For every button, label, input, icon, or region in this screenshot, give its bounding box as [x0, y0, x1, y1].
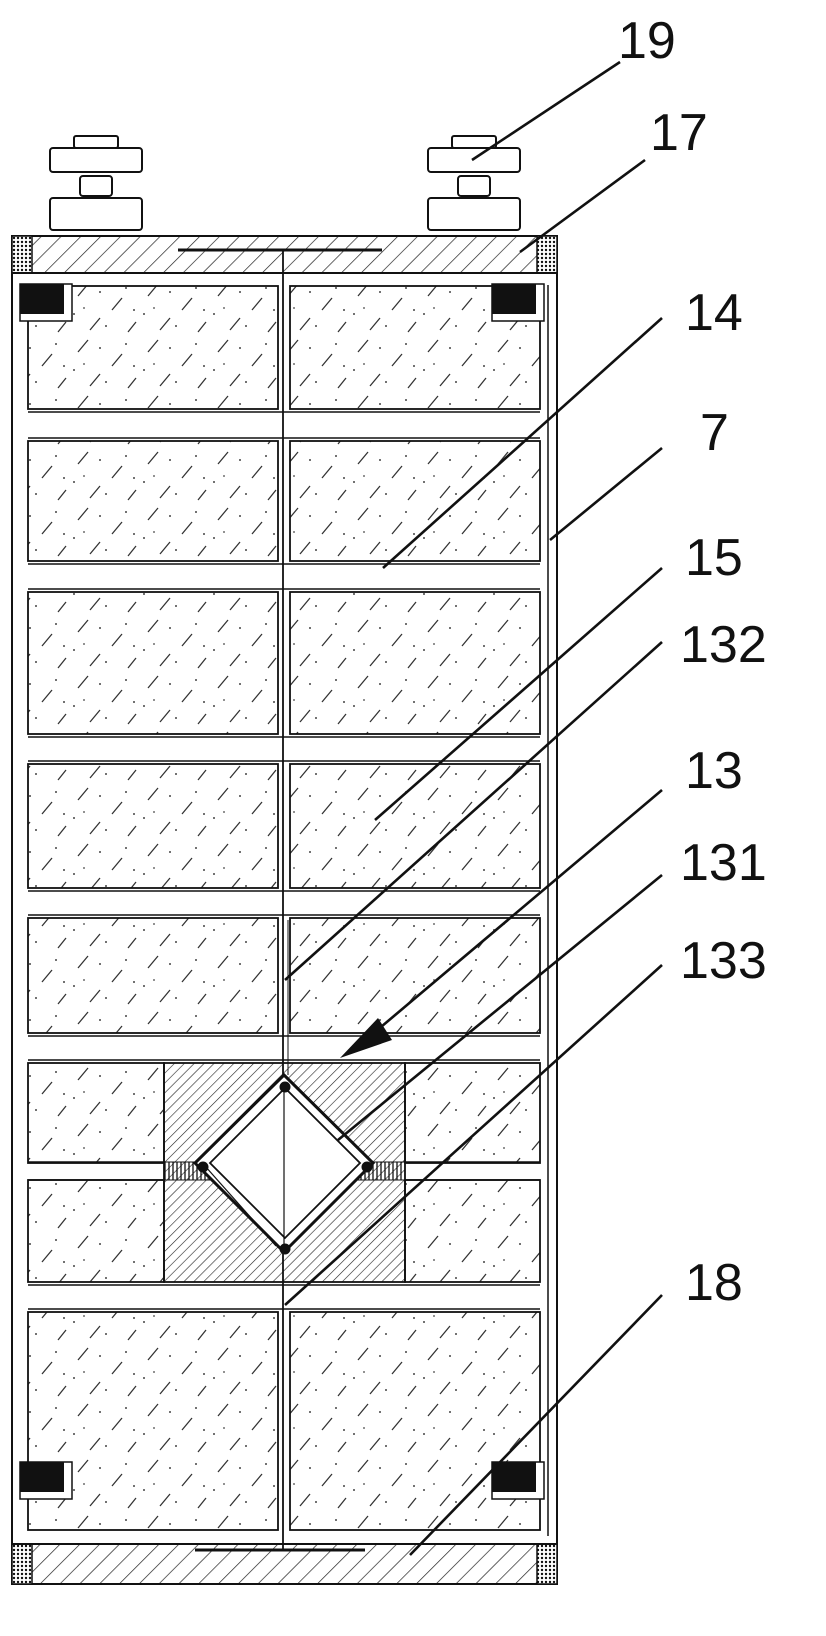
arrow-head-13 — [340, 1018, 392, 1058]
left-bolt — [49, 135, 143, 231]
label-7: 7 — [700, 404, 729, 462]
label-19: 19 — [618, 12, 676, 70]
diamond-linkage — [192, 1072, 376, 1255]
right-bolt — [427, 135, 521, 231]
label-18: 18 — [685, 1254, 743, 1312]
label-132: 132 — [680, 616, 767, 674]
label-15: 15 — [685, 529, 743, 587]
leader-lines — [284, 60, 663, 1556]
label-133: 133 — [680, 932, 767, 990]
label-131: 131 — [680, 834, 767, 892]
reference-labels: 19 17 14 7 15 132 13 131 133 18 — [618, 12, 767, 1312]
top-plate — [11, 235, 558, 274]
left-block-column — [27, 285, 279, 1531]
joint-lines — [28, 411, 540, 1310]
central-rods — [178, 248, 382, 1552]
corner-blocks — [19, 283, 545, 1500]
label-13: 13 — [685, 742, 743, 800]
label-17: 17 — [650, 104, 708, 162]
label-14: 14 — [685, 284, 743, 342]
